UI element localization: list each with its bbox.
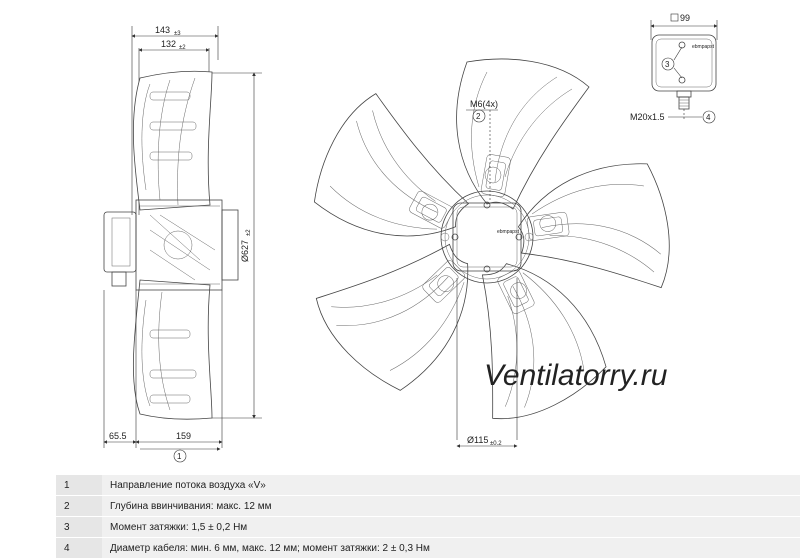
legend-number: 3: [56, 517, 102, 538]
box-brand-mark: ebmpapst: [692, 44, 715, 50]
legend-row: 1 Направление потока воздуха «V»: [56, 475, 800, 496]
legend-number: 1: [56, 475, 102, 496]
dim-diameter: Ø627: [240, 240, 250, 262]
callout-4: 4: [706, 113, 711, 122]
legend-number: 4: [56, 538, 102, 558]
dim-top-inner: 132: [161, 39, 176, 49]
dim-hub-tol: ±0.2: [490, 441, 502, 447]
legend-row: 2 Глубина ввинчивания: макс. 12 мм: [56, 496, 800, 517]
watermark: Ventilatorry.ru: [484, 359, 668, 392]
callout-2: 2: [476, 112, 481, 121]
legend-row: 4 Диаметр кабеля: мин. 6 мм, макс. 12 мм…: [56, 538, 800, 558]
dim-left-bottom: 65.5: [109, 431, 127, 441]
dim-top-outer-tol: ±3: [174, 31, 181, 37]
legend-text: Направление потока воздуха «V»: [102, 475, 800, 496]
legend-table: 1 Направление потока воздуха «V» 2 Глуби…: [56, 474, 800, 558]
legend-text: Диаметр кабеля: мин. 6 мм, макс. 12 мм; …: [102, 538, 800, 558]
callout-1: 1: [177, 452, 182, 461]
dim-hub: Ø115: [467, 435, 488, 445]
legend-text: Момент затяжки: 1,5 ± 0,2 Нм: [102, 517, 800, 538]
cable-gland-label: M20x1.5: [630, 112, 665, 122]
dim-diameter-tol: ±2: [246, 229, 252, 236]
side-view: 143 ±3 132 ±2 Ø627 ±2: [104, 25, 262, 462]
dim-top-outer: 143: [155, 25, 170, 35]
legend-text: Глубина ввинчивания: макс. 12 мм: [102, 496, 800, 517]
legend-number: 2: [56, 496, 102, 517]
dim-right-bottom: 159: [176, 431, 191, 441]
terminal-box: 99 ebmpapst 3 M20x1.5 4: [630, 13, 717, 123]
technical-drawing: 143 ±3 132 ±2 Ø627 ±2: [0, 0, 800, 470]
dim-top-inner-tol: ±2: [179, 45, 186, 51]
callout-3: 3: [665, 60, 670, 69]
thread-label: M6(4x): [470, 99, 498, 109]
hub-brand-mark: ebmpapst: [497, 229, 520, 235]
legend-row: 3 Момент затяжки: 1,5 ± 0,2 Нм: [56, 517, 800, 538]
dim-square: 99: [680, 13, 690, 23]
